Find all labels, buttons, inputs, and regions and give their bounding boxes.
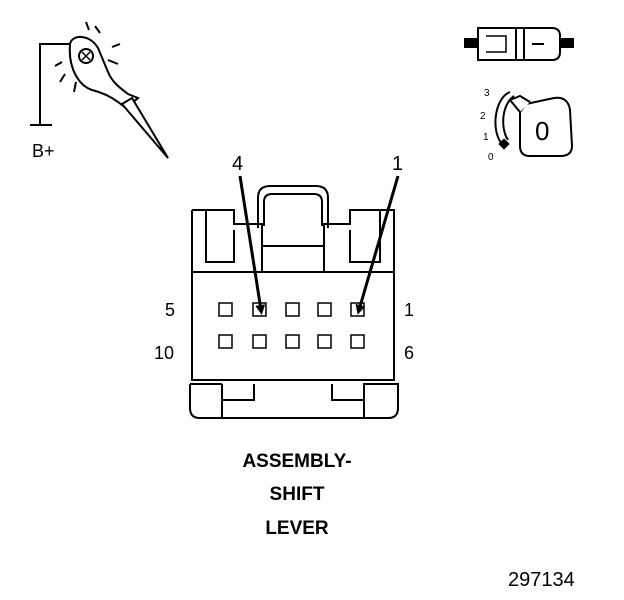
terminal-cavity	[285, 334, 300, 349]
row-label-top-left: 5	[165, 300, 175, 320]
callout-label-4: 4	[232, 153, 243, 175]
terminal-cavity	[317, 334, 332, 349]
connector-body	[189, 185, 399, 419]
terminal-cavity	[317, 302, 332, 317]
figure-number: 297134	[508, 569, 575, 591]
terminal-cavity	[218, 334, 233, 349]
connector-title-line-1: ASSEMBLY-	[242, 451, 351, 472]
callout-arrow-4	[238, 175, 266, 315]
terminal-cavities	[218, 302, 365, 349]
terminal-cavity	[350, 302, 365, 317]
key-position-0: 0	[488, 152, 494, 163]
terminal-cavity	[285, 302, 300, 317]
terminal-cavity	[350, 334, 365, 349]
ignition-key-icon	[494, 91, 574, 157]
key-position-3: 3	[484, 88, 490, 99]
test-light-probe-icon	[30, 21, 169, 159]
row-label-bottom-right: 6	[404, 343, 414, 363]
row-label-top-right: 1	[404, 300, 414, 320]
connector-symbol-icon	[464, 27, 574, 61]
callout-arrow-1	[355, 175, 400, 315]
key-position-2: 2	[480, 111, 486, 122]
key-current-position: 0	[535, 116, 549, 146]
supply-label: B+	[32, 141, 55, 161]
callout-label-1: 1	[392, 153, 403, 175]
connector-title-line-3: LEVER	[265, 518, 329, 539]
key-position-1: 1	[483, 132, 489, 143]
row-label-bottom-left: 10	[154, 343, 174, 363]
terminal-cavity	[252, 334, 267, 349]
terminal-cavity	[218, 302, 233, 317]
connector-title-line-2: SHIFT	[270, 484, 325, 505]
